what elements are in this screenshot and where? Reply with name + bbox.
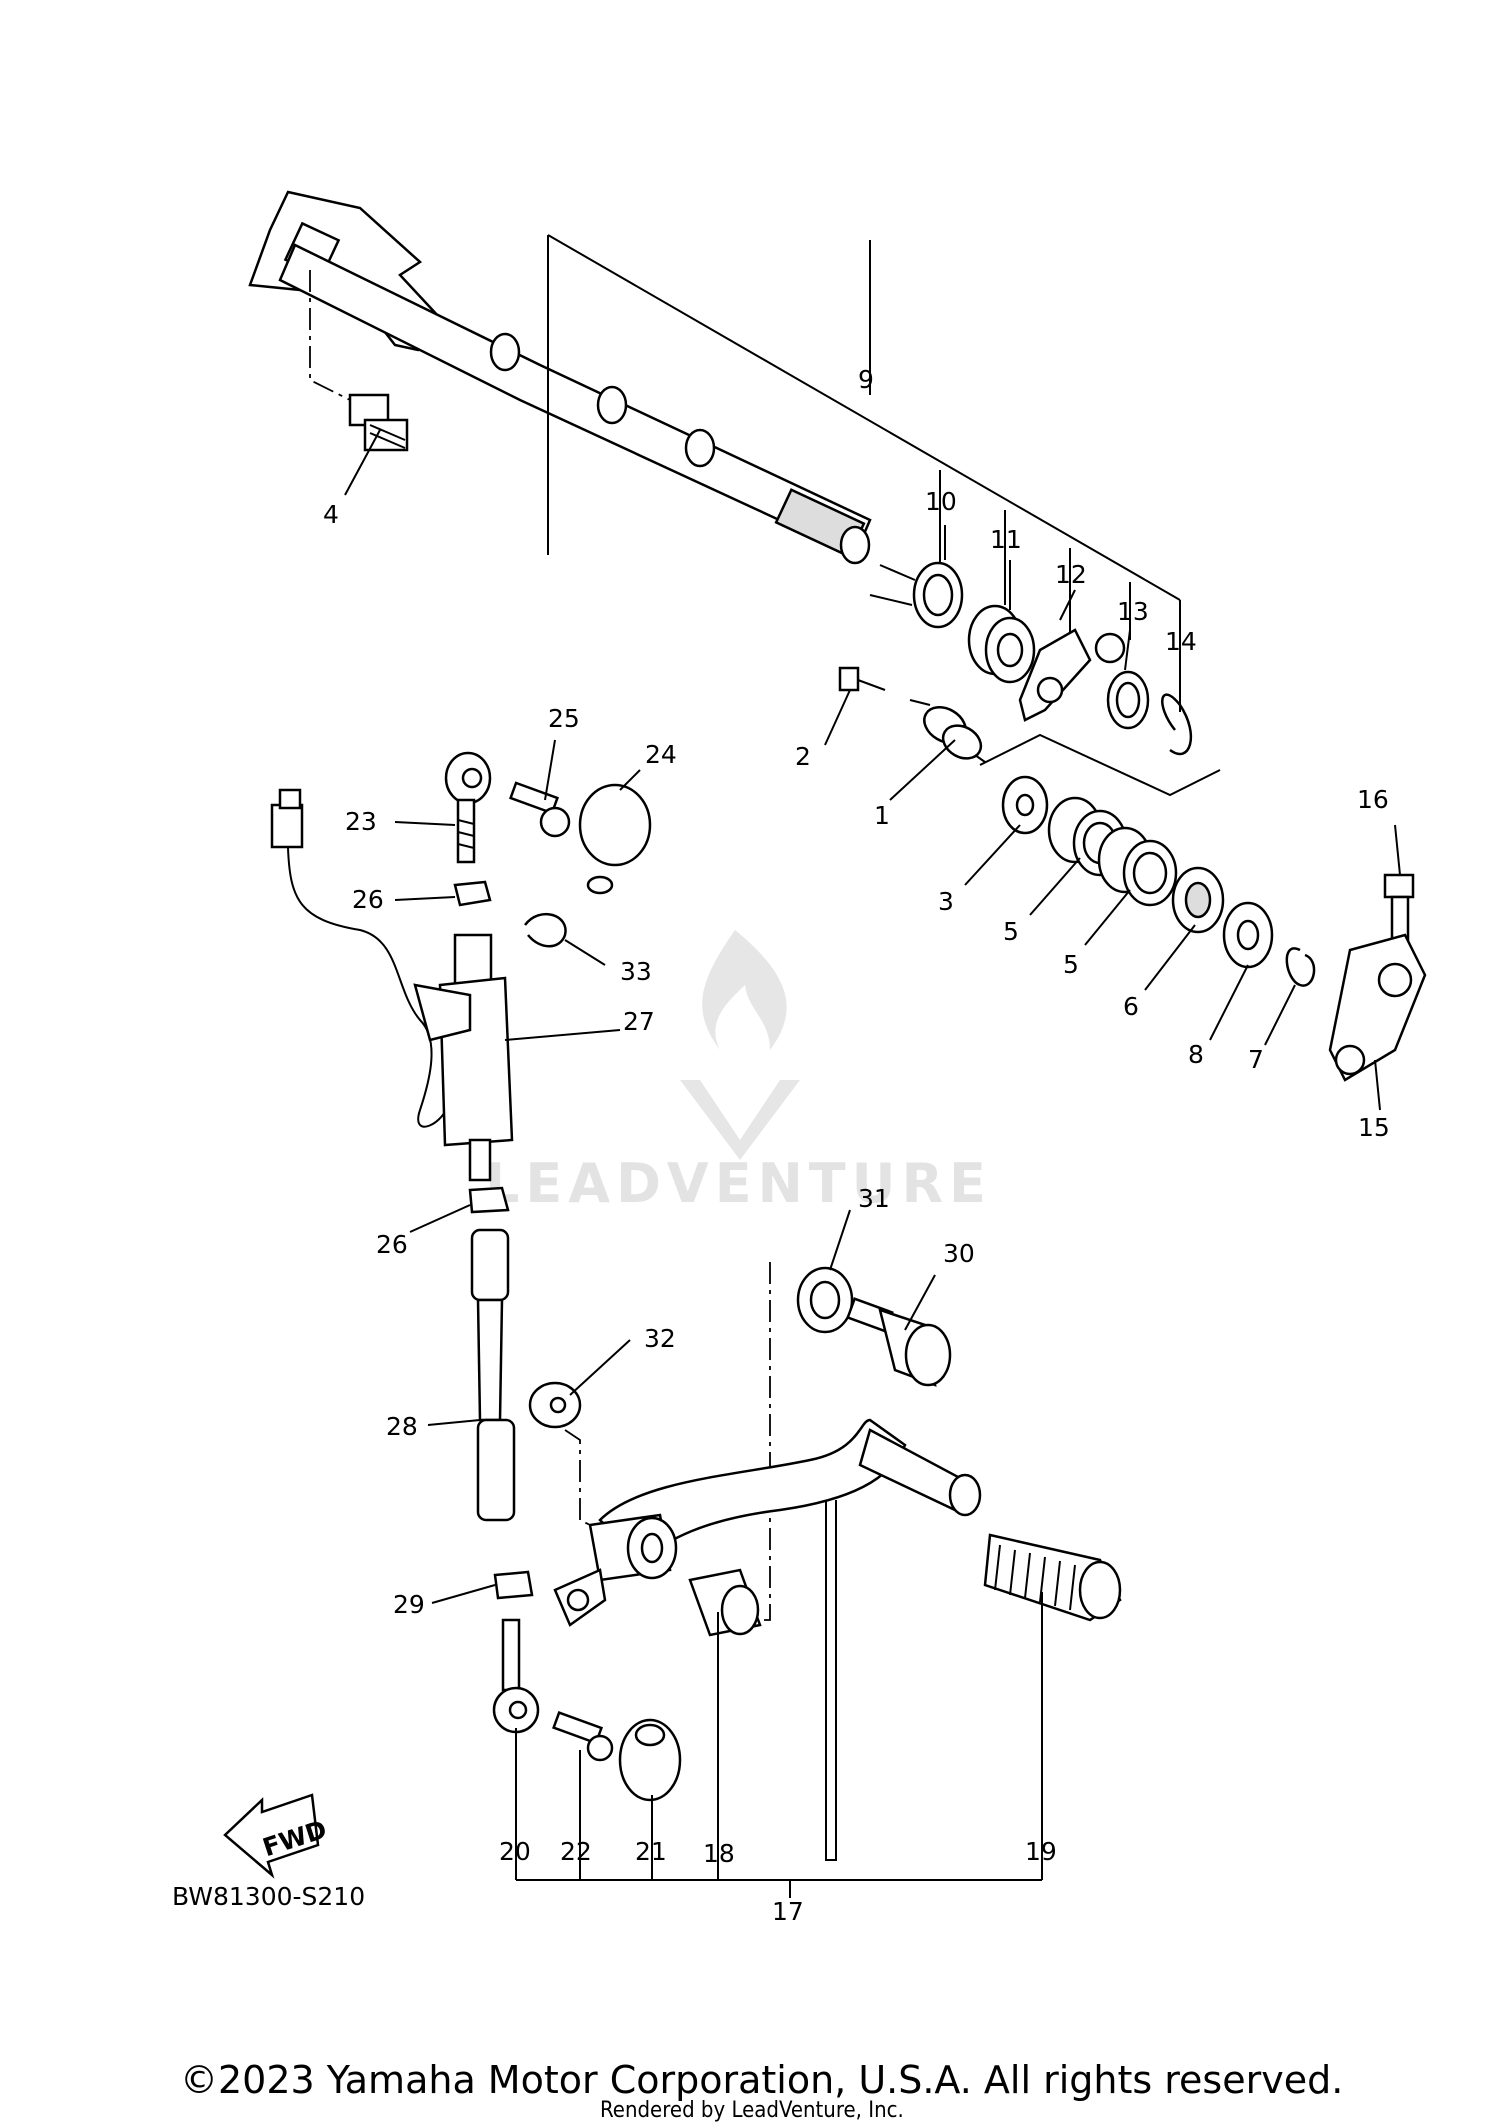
- callout-25: 25: [548, 704, 580, 733]
- callout-9: 9: [858, 365, 874, 394]
- callout-5b: 5: [1063, 950, 1079, 979]
- callout-31: 31: [858, 1184, 890, 1213]
- callout-14: 14: [1165, 627, 1197, 656]
- copyright-notice: ©2023 Yamaha Motor Corporation, U.S.A. A…: [180, 2058, 1344, 2102]
- callout-26b: 26: [376, 1230, 408, 1259]
- callout-29: 29: [393, 1590, 425, 1619]
- bolt-part-30: [846, 1297, 952, 1387]
- cover-part-24: [578, 783, 652, 895]
- callout-26a: 26: [352, 885, 384, 914]
- callout-12: 12: [1055, 560, 1087, 589]
- callout-13: 13: [1117, 597, 1149, 626]
- callout-19: 19: [1025, 1837, 1057, 1866]
- watermark-logo: [680, 930, 800, 1160]
- spring-part-1: [909, 699, 986, 763]
- rod-part-28: [470, 1228, 516, 1522]
- leader-dash: [564, 1429, 601, 1531]
- collar-part-11: [967, 604, 1036, 684]
- callout-1: 1: [874, 801, 890, 830]
- bolt-part-16: [1383, 873, 1415, 944]
- stud-part-4: [348, 393, 409, 452]
- clip-part-33: [524, 913, 567, 948]
- callout-16: 16: [1357, 785, 1389, 814]
- plate-part-12: [1018, 628, 1126, 722]
- callout-5a: 5: [1003, 917, 1019, 946]
- callout-10: 10: [925, 487, 957, 516]
- shift-pedal-part-17: [553, 1418, 982, 1627]
- callout-6: 6: [1123, 992, 1139, 1021]
- callout-8: 8: [1188, 1040, 1204, 1069]
- washer-part-3-inner: [1015, 793, 1035, 817]
- callout-27: 27: [623, 1007, 655, 1036]
- rod-end-part-23: [444, 751, 492, 864]
- callout-30: 30: [943, 1239, 975, 1268]
- bolt-part-22: [552, 1711, 614, 1762]
- leader-dash: [762, 1262, 771, 1621]
- callout-22: 22: [560, 1837, 592, 1866]
- bracket-1-14: [979, 733, 1221, 797]
- callout-4: 4: [323, 500, 339, 529]
- callout-3: 3: [938, 887, 954, 916]
- spring-part-10: [869, 561, 964, 629]
- callout-2: 2: [795, 742, 811, 771]
- watermark-text: LEADVENTURE: [485, 1152, 992, 1215]
- shift-arm-part-15: [1328, 933, 1427, 1082]
- circlip-part-7: [1285, 947, 1316, 987]
- callout-18: 18: [703, 1839, 735, 1868]
- leader-lines: [344, 240, 1401, 1898]
- collar-part-18: [688, 1568, 762, 1637]
- sensor-harness: [270, 788, 451, 1128]
- washer-part-32-inner: [549, 1396, 567, 1414]
- shift-shaft: [248, 190, 872, 565]
- bracket-9: [547, 234, 1181, 720]
- seal-part-6-inner: [1184, 881, 1212, 919]
- shift-sensor-part-27: [413, 933, 514, 1182]
- callout-7: 7: [1248, 1045, 1264, 1074]
- nut-part-29: [493, 1570, 534, 1600]
- callout-11: 11: [990, 525, 1022, 554]
- callout-20: 20: [499, 1837, 531, 1866]
- washer-part-8-inner: [1236, 919, 1260, 951]
- callout-28: 28: [386, 1412, 418, 1441]
- rendered-by-notice: Rendered by LeadVenture, Inc.: [600, 2098, 904, 2123]
- washer-part-13-inner: [1115, 681, 1141, 719]
- callout-24: 24: [645, 740, 677, 769]
- callout-33: 33: [620, 957, 652, 986]
- callout-15: 15: [1358, 1113, 1390, 1142]
- bolt-part-2: [838, 666, 886, 692]
- callout-17: 17: [772, 1897, 804, 1926]
- nut-part-26b: [468, 1186, 510, 1214]
- circlip-part-14: [1161, 693, 1193, 756]
- fwd-arrow-icon: FWD: [223, 1793, 330, 1879]
- bearing-part-5b: [1097, 826, 1178, 907]
- reference-code: BW81300-S210: [172, 1882, 366, 1911]
- washer-part-31-inner: [809, 1280, 841, 1320]
- callout-23: 23: [345, 807, 377, 836]
- cap-part-21: [618, 1718, 682, 1802]
- nut-part-26: [453, 880, 492, 907]
- rod-end-part-20: [492, 1618, 540, 1734]
- callout-numbers: 4 9 10 11 12 13 14 2 1 3 5 5 6 8 7 16 15…: [323, 365, 1390, 1926]
- callout-21: 21: [635, 1837, 667, 1866]
- callout-32: 32: [644, 1324, 676, 1353]
- bolt-part-25: [508, 781, 571, 838]
- rubber-part-19: [983, 1533, 1122, 1622]
